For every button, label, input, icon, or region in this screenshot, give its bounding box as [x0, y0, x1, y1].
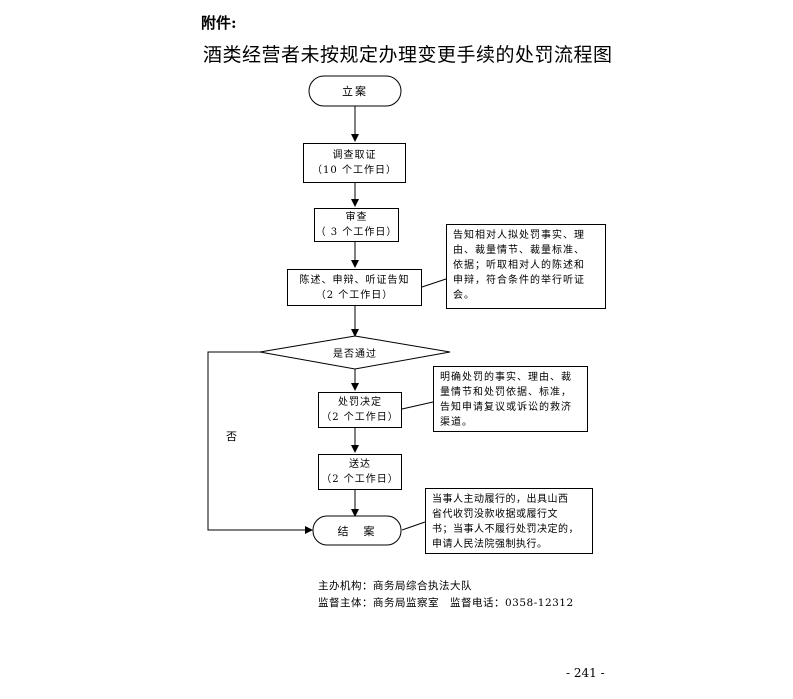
page-title: 酒类经营者未按规定办理变更手续的处罚流程图	[203, 44, 613, 66]
decision-diamond	[259, 335, 451, 370]
decision-label: 是否通过	[333, 349, 377, 360]
close-terminator	[312, 515, 402, 546]
step-notify-duration: （2 个工作日）	[315, 289, 394, 301]
step-deliver-title: 送达	[349, 459, 371, 470]
note-notify-line: 告知相对人拟处罚事实、理	[453, 230, 585, 241]
note-close-line: 书；当事人不履行处罚决定的，	[432, 524, 579, 535]
note-notify-line: 由、裁量情节、裁量标准、	[453, 245, 585, 256]
note-notify: 告知相对人拟处罚事实、理 由、裁量情节、裁量标准、 依据；听取相对人的陈述和 申…	[446, 224, 606, 309]
step-deliver-duration: （2 个工作日）	[321, 474, 399, 485]
step-investigate-title: 调查取证	[332, 150, 377, 161]
note-close: 当事人主动履行的，出具山西 省代收罚没款收据或履行文 书；当事人不履行处罚决定的…	[425, 488, 593, 554]
step-review-title: 审查	[345, 212, 368, 223]
note-penalty-line: 量情节和处罚依据、标准，	[440, 387, 572, 398]
note-penalty: 明确处罚的事实、理由、裁 量情节和处罚依据、标准， 告知申请复议或诉讼的救济 渠…	[433, 366, 588, 432]
note-penalty-line: 渠道。	[440, 417, 473, 428]
footer-supervisor: 监督主体：商务局监察室 监督电话：0358-12312	[318, 597, 574, 609]
step-deliver: 送达 （2 个工作日）	[318, 454, 402, 490]
step-penalty-title: 处罚决定	[338, 397, 382, 408]
note-close-line: 当事人主动履行的，出具山西	[432, 494, 569, 505]
step-investigate-duration: （10 个工作日）	[312, 165, 397, 176]
start-terminator	[308, 75, 402, 107]
note-close-line: 申请人民法院强制执行。	[432, 539, 548, 550]
note-penalty-line: 明确处罚的事实、理由、裁	[440, 372, 572, 383]
step-review: 审查 （ 3 个工作日）	[314, 208, 399, 242]
close-label: 结 案	[337, 525, 377, 538]
note-notify-line: 会。	[453, 290, 475, 301]
attachment-label: 附件:	[201, 14, 237, 32]
step-notify-title: 陈述、申辩、听证告知	[299, 274, 410, 286]
note-connector-close	[401, 521, 426, 531]
note-penalty-line: 告知申请复议或诉讼的救济	[440, 402, 572, 413]
note-connector-notify	[421, 278, 447, 288]
page-number: - 241 -	[566, 666, 605, 680]
footer-host: 主办机构：商务局综合执法大队	[318, 580, 472, 592]
note-connector-penalty	[401, 401, 434, 410]
step-penalty: 处罚决定 （2 个工作日）	[318, 392, 402, 428]
step-investigate: 调查取证 （10 个工作日）	[303, 143, 406, 183]
step-notify: 陈述、申辩、听证告知 （2 个工作日）	[287, 269, 422, 306]
note-notify-line: 申辩，符合条件的举行听证	[453, 275, 585, 286]
note-notify-line: 依据；听取相对人的陈述和	[453, 260, 585, 271]
step-penalty-duration: （2 个工作日）	[321, 412, 399, 423]
no-label: 否	[226, 430, 237, 443]
step-review-duration: （ 3 个工作日）	[315, 227, 398, 238]
no-branch-line	[207, 351, 313, 534]
note-close-line: 省代收罚没款收据或履行文	[432, 509, 558, 520]
start-label: 立案	[342, 85, 368, 98]
